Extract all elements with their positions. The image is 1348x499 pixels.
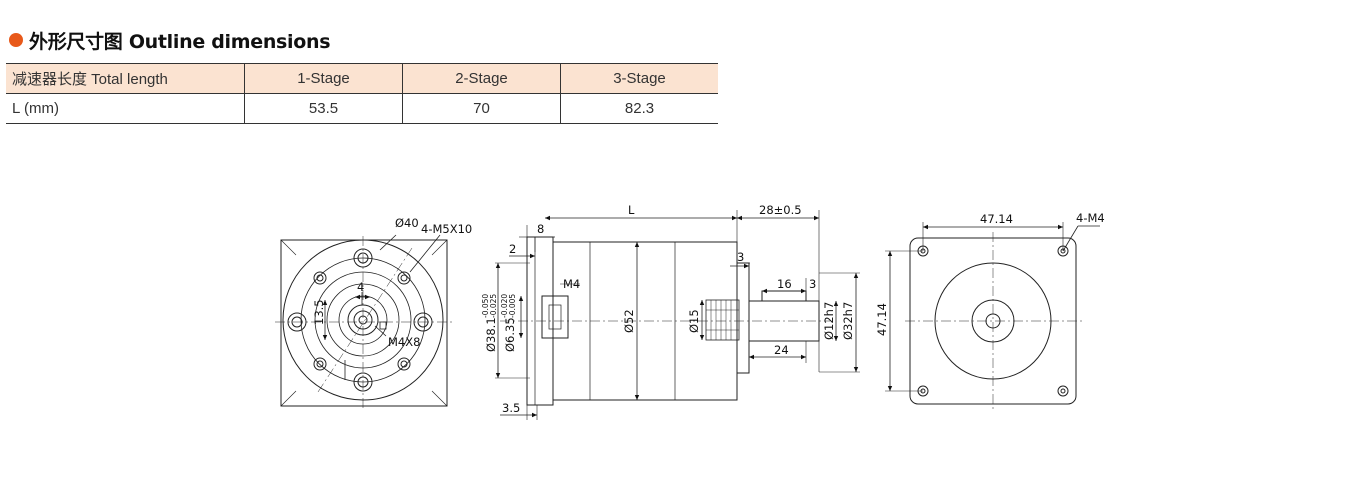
label-dim-2: 2	[509, 242, 516, 256]
bullet-dot-icon	[9, 33, 23, 47]
dimensions-table: 减速器长度 Total length 1-Stage 2-Stage 3-Sta…	[6, 63, 718, 124]
table-cell-stage-3: 82.3	[560, 93, 718, 124]
label-d38-1-tol-up: -0.050	[481, 294, 490, 318]
label-dim-13-5: 13.5	[312, 299, 326, 325]
side-view-labels: L 28±0.5 8 2 3 M4 16 3 Ø38.1 -0.050 -0.0…	[481, 203, 855, 415]
label-dim-3-5: 3.5	[502, 401, 520, 415]
table-header-total-length: 减速器长度 Total length	[6, 63, 245, 94]
label-dim-28: 28±0.5	[759, 203, 802, 217]
label-L: L	[628, 203, 635, 217]
label-dim-4: 4	[357, 280, 364, 294]
table-header-row: 减速器长度 Total length 1-Stage 2-Stage 3-Sta…	[6, 63, 718, 94]
label-rear-holes: 4-M4	[1076, 211, 1105, 225]
table-header-stage-3: 3-Stage	[560, 63, 718, 94]
label-dim-3-top: 3	[737, 250, 744, 264]
label-d6-35-tol-lo: -0.005	[508, 294, 517, 318]
rear-view	[885, 222, 1100, 410]
label-m4: M4	[563, 277, 580, 291]
label-d12h7: Ø12h7	[822, 302, 836, 340]
table-cell-stage-1: 53.5	[244, 93, 403, 124]
table-row: L (mm) 53.5 70 82.3	[6, 93, 718, 124]
label-d32h7: Ø32h7	[841, 302, 855, 340]
label-m4x8: M4X8	[388, 335, 420, 349]
label-d38-1-tol-lo: -0.025	[489, 294, 498, 318]
side-view	[495, 210, 860, 420]
label-d6-35-tol-up: -0.020	[500, 294, 509, 318]
table-cell-row-label: L (mm)	[6, 93, 245, 124]
label-dim-3-key: 3	[809, 277, 816, 291]
table-header-stage-1: 1-Stage	[244, 63, 403, 94]
side-shaft-key	[761, 290, 807, 302]
rear-view-labels: 47.14 47.14 4-M4	[875, 211, 1105, 336]
label-dim-8: 8	[537, 222, 544, 236]
section-title: 外形尺寸图 Outline dimensions	[29, 30, 331, 53]
label-dim-16: 16	[777, 277, 792, 291]
label-d40: Ø40	[395, 216, 419, 230]
front-view-labels: Ø40 4-M5X10 4 13.5 M4X8	[312, 216, 472, 349]
label-d6-35: Ø6.35	[503, 317, 517, 352]
side-input-pilot	[541, 295, 569, 339]
front-view	[275, 234, 453, 410]
label-front-holes: 4-M5X10	[421, 222, 472, 236]
label-rear-dim-47-14-v: 47.14	[875, 303, 889, 336]
label-d15: Ø15	[687, 309, 701, 333]
table-cell-stage-2: 70	[402, 93, 561, 124]
label-d52: Ø52	[622, 309, 636, 333]
label-dim-24: 24	[774, 343, 789, 357]
label-d38-1: Ø38.1	[484, 317, 498, 352]
label-rear-dim-47-14-h: 47.14	[980, 212, 1013, 226]
front-mounting-holes	[287, 248, 433, 392]
section-heading: 外形尺寸图 Outline dimensions	[9, 26, 331, 54]
table-header-stage-2: 2-Stage	[402, 63, 561, 94]
